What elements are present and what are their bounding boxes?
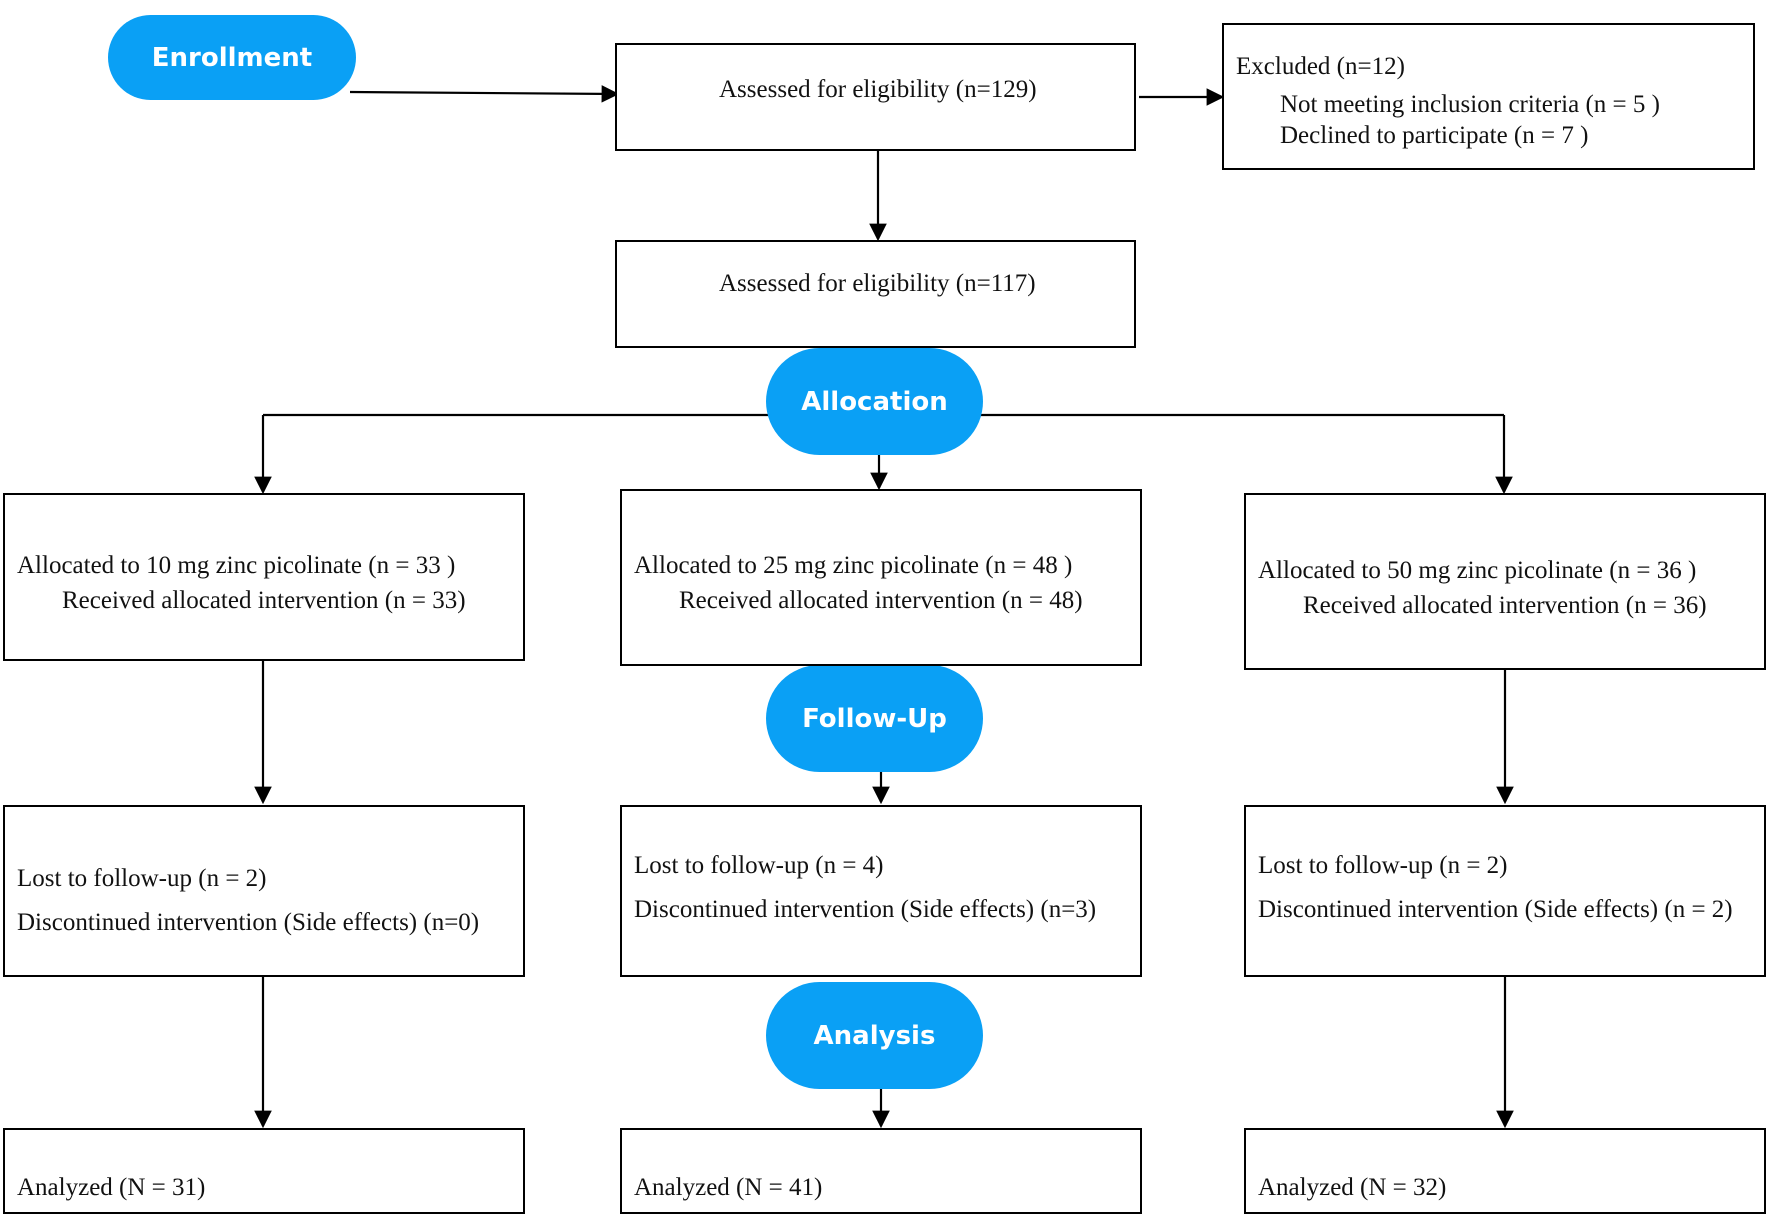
received-text: Received allocated intervention (n = 33) (62, 587, 466, 614)
analyzed-box-arm-3: Analyzed (N = 32) (1244, 1128, 1766, 1214)
stage-analysis: Analysis (766, 982, 983, 1089)
allocated-text: Allocated to 50 mg zinc picolinate (n = … (1258, 557, 1697, 584)
allocated-text: Allocated to 10 mg zinc picolinate (n = … (17, 552, 456, 579)
analyzed-text: Analyzed (N = 31) (17, 1174, 206, 1201)
allocated-text: Allocated to 25 mg zinc picolinate (n = … (634, 552, 1073, 579)
received-text: Received allocated intervention (n = 36) (1303, 592, 1707, 619)
lost-text: Lost to follow-up (n = 2) (17, 865, 267, 892)
excluded-not-meeting: Not meeting inclusion criteria (n = 5 ) (1280, 91, 1660, 118)
received-text: Received allocated intervention (n = 48) (679, 587, 1083, 614)
arrow-enrollment-to-assessed (349, 85, 620, 103)
discontinued-text: Discontinued intervention (Side effects)… (1258, 896, 1733, 923)
lost-text: Lost to follow-up (n = 4) (634, 852, 884, 879)
followup-box-arm-1: Lost to follow-up (n = 2) Discontinued i… (3, 805, 525, 977)
assessed-2-box: Assessed for eligibility (n=117) (615, 240, 1136, 348)
analyzed-box-arm-2: Analyzed (N = 41) (620, 1128, 1142, 1214)
assessed-text: Assessed for eligibility (n=129) (719, 76, 1037, 103)
allocated-box-arm-2: Allocated to 25 mg zinc picolinate (n = … (620, 489, 1142, 666)
excluded-declined: Declined to participate (n = 7 ) (1280, 122, 1589, 149)
analyzed-box-arm-1: Analyzed (N = 31) (3, 1128, 525, 1214)
analyzed-text: Analyzed (N = 41) (634, 1174, 823, 1201)
stage-allocation: Allocation (766, 348, 983, 455)
assessed-box: Assessed for eligibility (n=129) (615, 43, 1136, 151)
stage-follow-up: Follow-Up (766, 665, 983, 772)
allocated-box-arm-1: Allocated to 10 mg zinc picolinate (n = … (3, 493, 525, 661)
followup-box-arm-3: Lost to follow-up (n = 2) Discontinued i… (1244, 805, 1766, 977)
excluded-title: Excluded (n=12) (1236, 53, 1405, 80)
excluded-box: Excluded (n=12) Not meeting inclusion cr… (1222, 23, 1755, 170)
assessed-2-text: Assessed for eligibility (n=117) (719, 270, 1036, 297)
allocated-box-arm-3: Allocated to 50 mg zinc picolinate (n = … (1244, 493, 1766, 670)
discontinued-text: Discontinued intervention (Side effects)… (17, 909, 480, 936)
discontinued-text: Discontinued intervention (Side effects)… (634, 896, 1097, 923)
followup-box-arm-2: Lost to follow-up (n = 4) Discontinued i… (620, 805, 1142, 977)
lost-text: Lost to follow-up (n = 2) (1258, 852, 1508, 879)
analyzed-text: Analyzed (N = 32) (1258, 1174, 1447, 1201)
stage-enrollment: Enrollment (108, 15, 356, 100)
